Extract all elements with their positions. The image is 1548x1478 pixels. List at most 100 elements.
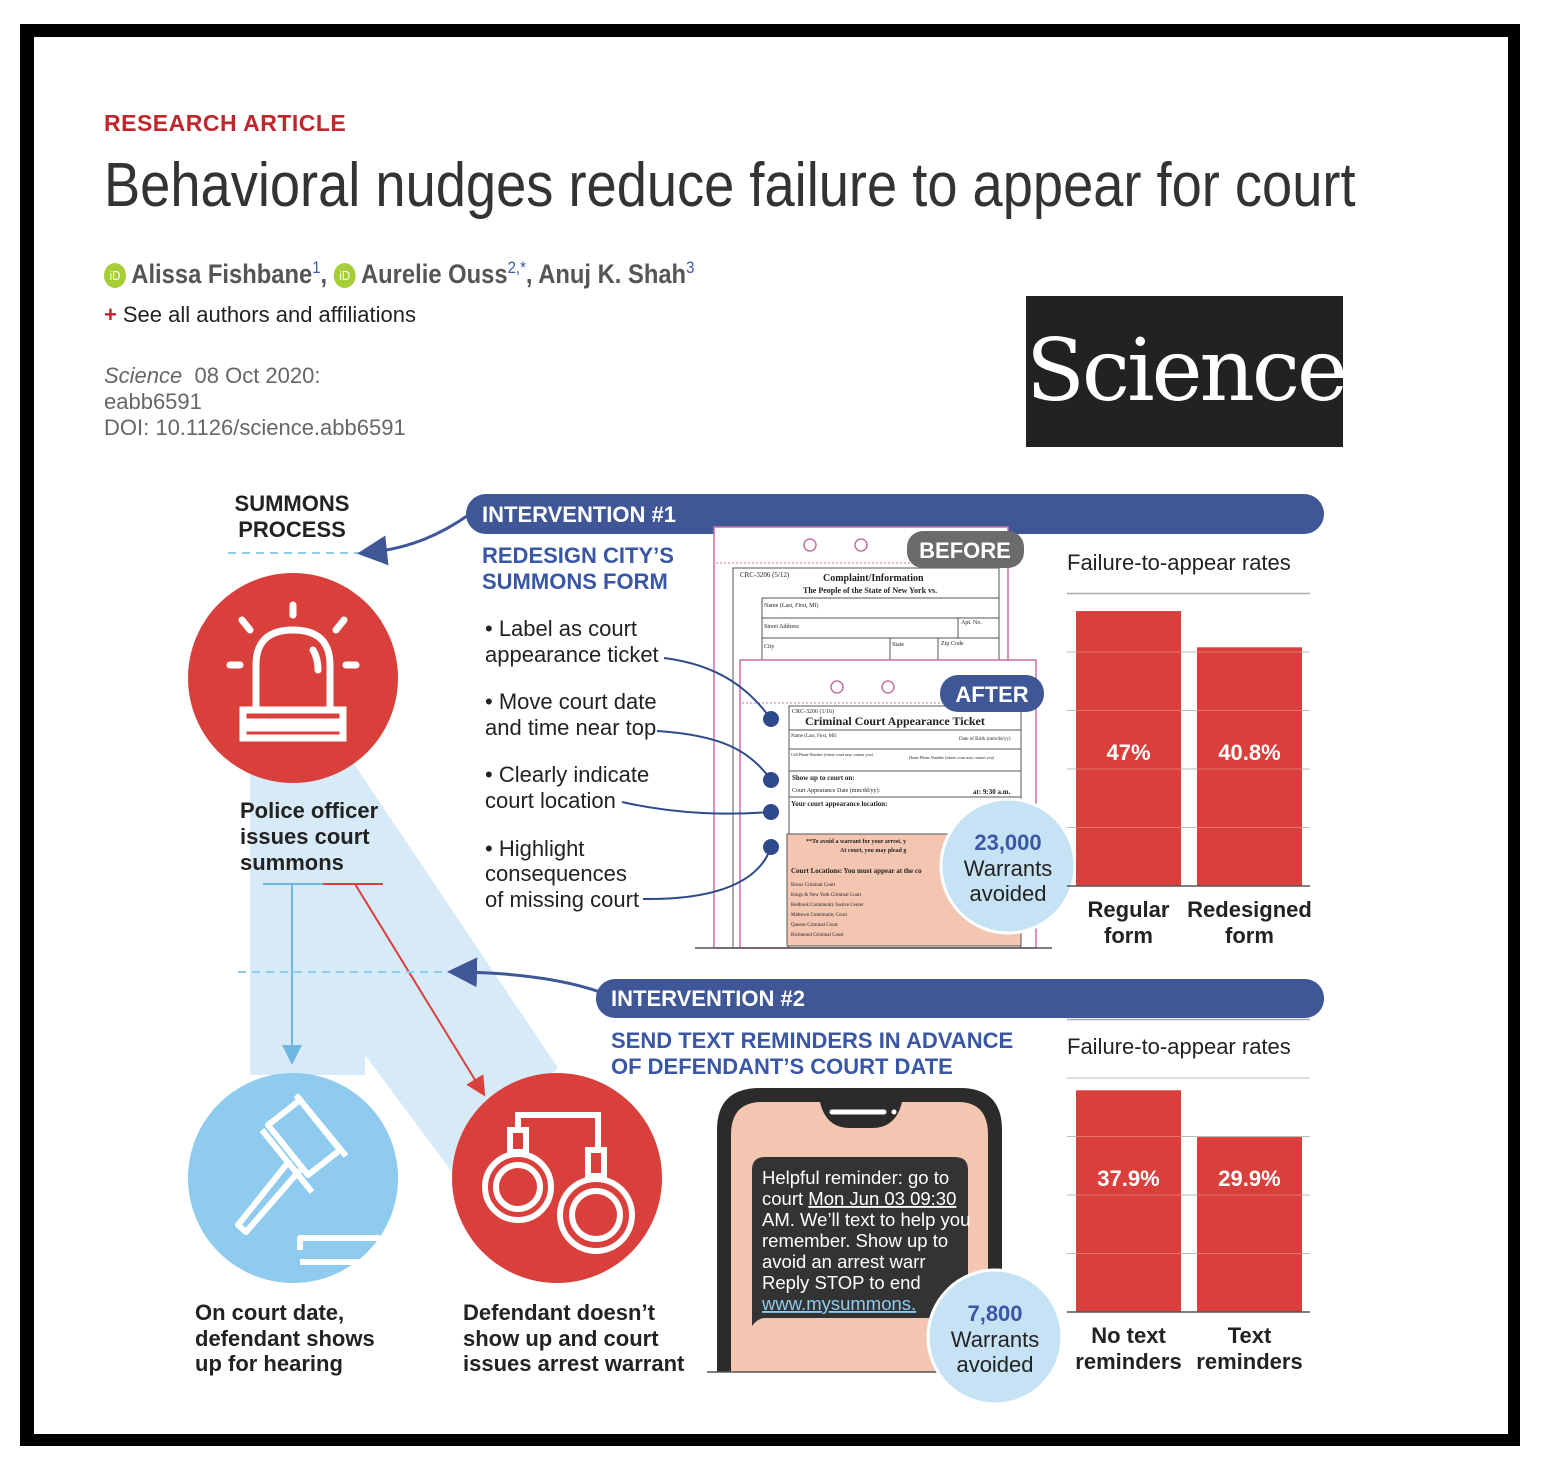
orcid-icon[interactable]: iD <box>104 263 126 288</box>
connector-dot <box>763 839 779 855</box>
pub-date: 08 Oct 2020: <box>194 363 321 388</box>
sms-line: AM. We’ll text to help you <box>762 1209 970 1230</box>
impact-bubble-1 <box>939 797 1077 935</box>
intervention1-heading: SUMMONS FORM <box>482 569 668 594</box>
officer-caption: issues court <box>240 824 370 849</box>
form-field: Midtown Community Court <box>791 913 848 918</box>
siren-icon <box>226 601 360 742</box>
form-field: Name (Last, First, MI) <box>764 602 819 609</box>
summons-process-label: SUMMONS <box>235 491 350 516</box>
bullet-text: • Move court date <box>485 689 657 714</box>
impact-value: 23,000 <box>974 830 1041 855</box>
science-logo: Science <box>1026 296 1348 447</box>
gavel-icon <box>235 1093 380 1265</box>
citation: Science 08 Oct 2020: eabb6591 DOI: 10.11… <box>104 363 406 441</box>
bullet-list: • Label as court appearance ticket • Mov… <box>485 616 659 912</box>
form-field: Your court appearance location: <box>791 800 888 808</box>
form-field: Name (Last, First, MI) <box>791 734 837 739</box>
form-title: Complaint/Information <box>823 573 924 584</box>
sms-text: Helpful reminder: go to court Mon Jun 03… <box>761 1167 970 1314</box>
category-label: Redesigned <box>1187 897 1312 922</box>
sms-line: Reply STOP to end <box>762 1272 921 1293</box>
warrant-caption: Defendant doesn’t <box>463 1300 656 1325</box>
sms-text: court <box>762 1188 808 1209</box>
after-badge <box>940 675 1044 712</box>
form-field: Court Locations: You must appear at the … <box>791 867 922 875</box>
shows-caption: up for hearing <box>195 1351 343 1376</box>
see-all-authors-link[interactable]: +See all authors and affiliations <box>104 302 416 328</box>
form-field: **To avoid a warrant for your arrest, y <box>806 839 906 845</box>
sms-line: Helpful reminder: go to <box>762 1167 949 1188</box>
journal-name: Science <box>104 363 183 388</box>
officer-caption: summons <box>240 850 344 875</box>
chart-title: Failure-to-appear rates <box>1067 550 1291 575</box>
orcid-icon[interactable]: iD <box>333 263 356 288</box>
intervention2-arrow <box>447 957 601 994</box>
category-label: reminders <box>1075 1349 1181 1374</box>
form-title: Criminal Court Appearance Ticket <box>805 714 985 728</box>
warrant-arrow <box>354 883 486 1097</box>
bar-value-label: 40.8% <box>1218 740 1280 765</box>
connector-dot <box>763 804 779 820</box>
bullet-text: • Label as court <box>485 616 637 641</box>
before-badge-label: BEFORE <box>919 538 1011 563</box>
form-field: Bronx Criminal Court <box>791 883 836 888</box>
form-field: Show up to court on: <box>792 774 855 782</box>
author-link[interactable]: Aurelie Ouss <box>361 259 508 289</box>
form-field: Court Appearance Date (mm/dd/yy): <box>792 787 880 794</box>
form-code: CRC-3206 (1/16) <box>792 708 834 715</box>
bullet-text: court location <box>485 788 616 813</box>
bar-value-label: 47% <box>1106 740 1150 765</box>
author-link[interactable]: Anuj K. Shah <box>538 259 687 289</box>
sms-line: remember. Show up to <box>762 1230 948 1251</box>
chart-title: Failure-to-appear rates <box>1067 1034 1291 1059</box>
form-code: CRC-3206 (5/12) <box>740 571 790 579</box>
form-field: Richmond Criminal Court <box>791 933 844 938</box>
summons-process-label: PROCESS <box>238 517 346 542</box>
form-field: at: 9:30 a.m. <box>973 788 1011 796</box>
doi[interactable]: DOI: 10.1126/science.abb6591 <box>104 415 406 440</box>
connector-dots <box>763 711 779 855</box>
officer-caption: Police officer <box>240 798 379 823</box>
form-field: Queens Criminal Court <box>791 923 838 928</box>
bar-charts: Failure-to-appear rates47%Regularform40.… <box>1067 550 1312 1374</box>
sms-bubble <box>752 1157 968 1326</box>
category-label: reminders <box>1196 1349 1302 1374</box>
intervention2-banner <box>596 979 1324 1018</box>
form-field: State <box>892 642 904 648</box>
bullet-connectors <box>621 657 772 901</box>
form-field: Redhook Community Justice Center <box>791 903 864 908</box>
shows-caption: defendant shows <box>195 1326 375 1351</box>
bar <box>1197 1137 1302 1312</box>
category-label: form <box>1104 923 1153 948</box>
bullet-text: consequences <box>485 861 627 886</box>
intervention2-heading: SEND TEXT REMINDERS IN ADVANCE <box>611 1028 1013 1053</box>
connector-dot <box>763 711 779 727</box>
sms-line: court Mon Jun 03 09:30 <box>762 1188 956 1209</box>
impact-label: avoided <box>969 881 1046 906</box>
category-label: form <box>1225 923 1274 948</box>
warrant-caption: issues arrest warrant <box>463 1351 685 1376</box>
form-field: Street Address <box>764 624 799 630</box>
impact-label: Warrants <box>964 856 1052 881</box>
bar-value-label: 29.9% <box>1218 1166 1280 1191</box>
author-link[interactable]: Alissa Fishbane <box>131 259 313 289</box>
form-field: City <box>764 644 774 650</box>
form-subtitle: The People of the State of New York vs. <box>803 586 937 595</box>
form-field: Kings & New York Criminal Court <box>791 893 862 898</box>
form-field: Apt. No. <box>961 620 982 626</box>
article-id: eabb6591 <box>104 389 202 414</box>
form-field: Cell Phone Number (where court may conta… <box>791 752 874 757</box>
after-badge-label: AFTER <box>955 682 1028 707</box>
form-field: At court, you may plead g <box>840 848 906 854</box>
intervention1-arrow <box>357 512 471 566</box>
sms-link[interactable]: www.mysummons. <box>761 1293 916 1314</box>
intervention1-label: INTERVENTION #1 <box>482 502 676 527</box>
form-field: Date of Birth (mm/dd/yy) <box>959 737 1011 742</box>
category-label: Regular <box>1088 897 1170 922</box>
sms-line: avoid an arrest warr <box>762 1251 925 1272</box>
handcuffs-icon <box>482 1112 635 1254</box>
